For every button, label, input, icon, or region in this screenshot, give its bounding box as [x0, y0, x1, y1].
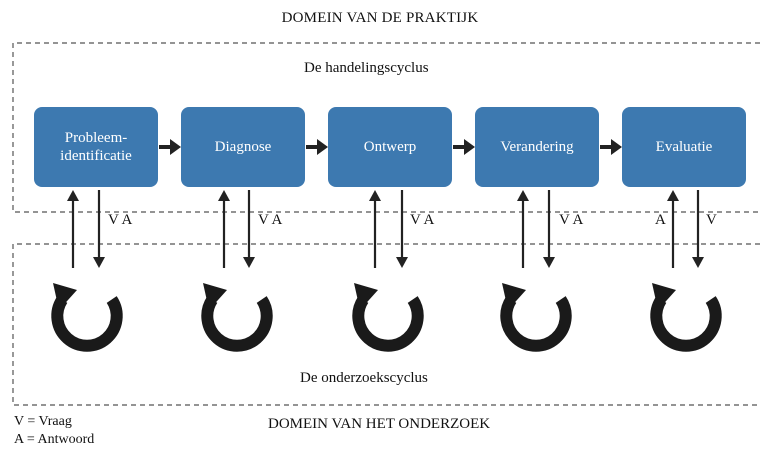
step-label: Diagnose [214, 139, 272, 155]
cycle-icon [51, 283, 123, 352]
action-cycle-label: De handelingscyclus [304, 60, 429, 76]
research-cycle-label: De onderzoekscyclus [300, 370, 428, 386]
legend-vraag: V = Vraag [14, 414, 72, 429]
arrow-label: V A [258, 212, 283, 228]
step-evaluatie: Evaluatie [622, 107, 746, 187]
step-probleemidentificatie: Probleem- identificatie [34, 107, 158, 187]
step-label: Probleem- identificatie [60, 130, 132, 164]
flow-arrows [159, 139, 622, 155]
cycle-icon [352, 283, 424, 352]
vertical-arrows [67, 190, 704, 268]
cycle-icons [51, 283, 722, 352]
step-ontwerp: Ontwerp [328, 107, 452, 187]
arrow-label: V [706, 212, 717, 228]
step-label: Verandering [500, 139, 574, 155]
step-verandering: Verandering [475, 107, 599, 187]
step-label: Ontwerp [363, 139, 417, 155]
step-diagnose: Diagnose [181, 107, 305, 187]
cycle-icon [201, 283, 273, 352]
arrow-label: A [655, 212, 666, 228]
arrow-label: V A [559, 212, 584, 228]
domain-research-title: DOMEIN VAN HET ONDERZOEK [268, 416, 491, 432]
cycle-icon [650, 283, 722, 352]
legend-antwoord: A = Antwoord [14, 432, 95, 447]
practice-domain-border [12, 42, 760, 213]
step-label: Evaluatie [655, 139, 713, 155]
research-domain-border [12, 243, 760, 406]
cycle-icon [500, 283, 572, 352]
domain-practice-title: DOMEIN VAN DE PRAKTIJK [281, 10, 479, 26]
arrow-label: V A [108, 212, 133, 228]
arrow-label: V A [410, 212, 435, 228]
